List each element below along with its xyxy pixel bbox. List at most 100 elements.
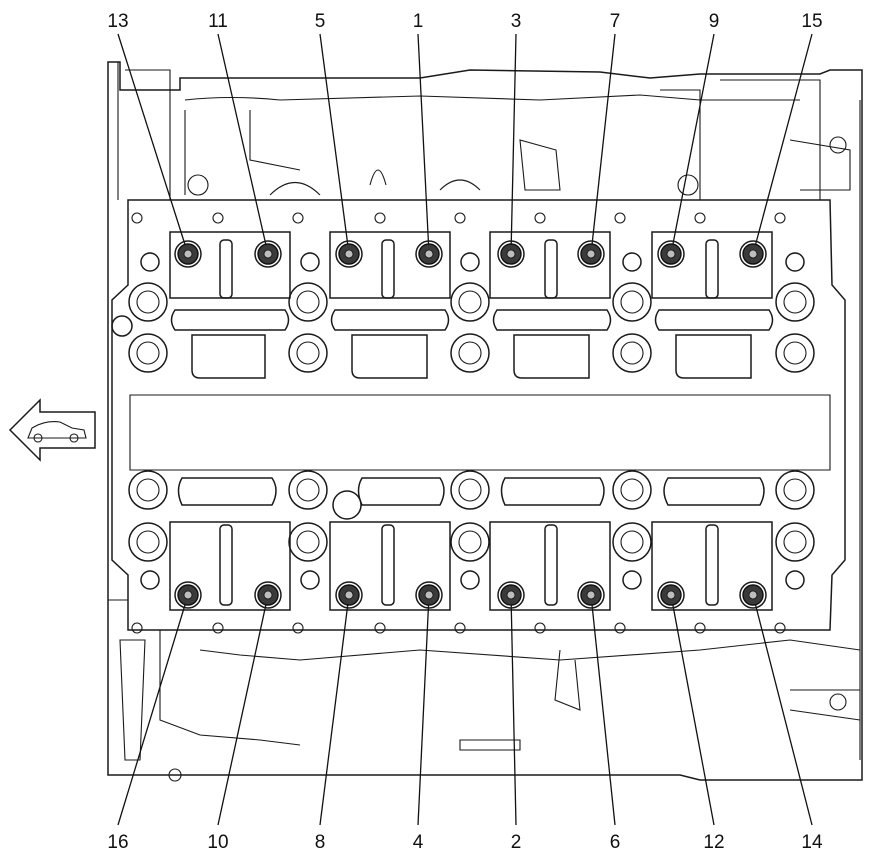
bolt-sequence-label: 7 — [610, 11, 621, 32]
torx-recess-icon — [263, 249, 273, 259]
leader-line — [117, 33, 189, 255]
main-bolt-icon — [612, 470, 652, 510]
bolt-flange-icon — [415, 240, 443, 268]
bolt-bottom-2: 2 — [497, 581, 525, 853]
bolt-bottom-12: 12 — [657, 581, 725, 853]
bottom-bearing-caps — [169, 477, 773, 611]
dowel-holes — [111, 212, 805, 634]
torx-recess-icon — [586, 249, 596, 259]
main-bolt-icon — [288, 470, 328, 510]
main-bolt-icon — [288, 282, 328, 322]
bolt-sequence-label: 5 — [315, 11, 326, 32]
bolt-flange-icon — [497, 240, 525, 268]
main-bolt-icon — [128, 282, 168, 322]
leader-line — [217, 594, 269, 826]
bolt-top-13: 13 — [107, 11, 202, 268]
bolt-flange-icon — [657, 240, 685, 268]
bolt-sequence-label: 11 — [208, 11, 228, 32]
bolt-flange-icon — [577, 581, 605, 609]
main-bolt-icon — [450, 470, 490, 510]
bolt-flange-icon — [577, 240, 605, 268]
torx-recess-icon — [183, 249, 193, 259]
torx-recess-icon — [263, 590, 273, 600]
bolt-top-9: 9 — [657, 11, 720, 268]
bolt-flange-icon — [335, 240, 363, 268]
bolt-sequence-label: 3 — [511, 11, 522, 32]
bottom-bolt-group: 16 10 8 4 2 6 12 14 — [107, 581, 823, 853]
bolt-flange-icon — [497, 581, 525, 609]
leader-line — [752, 594, 813, 826]
bolt-top-1: 1 — [413, 11, 443, 268]
torx-recess-icon — [344, 249, 354, 259]
bolt-flange-icon — [739, 581, 767, 609]
torx-recess-icon — [506, 249, 516, 259]
leader-line — [217, 33, 269, 255]
leader-line — [319, 33, 350, 255]
top-bearing-caps — [169, 231, 774, 379]
leader-line — [117, 594, 189, 826]
torx-recess-icon — [506, 590, 516, 600]
bolt-flange-icon — [657, 581, 685, 609]
car-front-arrow-icon — [8, 398, 96, 462]
main-bolt-icon — [128, 333, 168, 373]
main-bolt-icon — [128, 470, 168, 510]
bolt-sequence-label: 1 — [413, 11, 424, 32]
main-bolt-icon — [775, 333, 815, 373]
bolt-top-5: 5 — [315, 11, 363, 268]
bolt-bottom-6: 6 — [577, 581, 621, 853]
torx-recess-icon — [424, 249, 434, 259]
main-bolt-icon — [612, 333, 652, 373]
bolt-bottom-14: 14 — [739, 581, 823, 853]
torx-recess-icon — [748, 249, 758, 259]
main-bolt-icon — [128, 522, 168, 562]
main-bolt-icon — [775, 470, 815, 510]
bolt-sequence-label: 6 — [610, 832, 621, 853]
main-bolt-icon — [612, 522, 652, 562]
leader-line — [319, 594, 350, 826]
leader-line — [670, 594, 715, 826]
leader-line — [590, 594, 616, 826]
main-bolt-icon — [450, 333, 490, 373]
torx-recess-icon — [344, 590, 354, 600]
bolt-sequence-label: 9 — [709, 11, 720, 32]
leader-line — [590, 33, 616, 255]
leader-line — [510, 33, 517, 255]
bolt-bottom-4: 4 — [413, 581, 443, 853]
bolt-sequence-label: 12 — [703, 832, 724, 853]
bolt-flange-icon — [174, 240, 202, 268]
bolt-flange-icon — [415, 581, 443, 609]
bolt-top-7: 7 — [577, 11, 621, 268]
bolt-sequence-label: 4 — [413, 832, 424, 853]
bolt-top-15: 15 — [739, 11, 823, 268]
main-bolt-icon — [775, 282, 815, 322]
bolt-flange-icon — [254, 581, 282, 609]
torx-recess-icon — [666, 590, 676, 600]
torx-recess-icon — [586, 590, 596, 600]
bolt-bottom-16: 16 — [107, 581, 202, 853]
torx-recess-icon — [666, 249, 676, 259]
main-bolt-icon — [450, 282, 490, 322]
main-bolt-icon — [288, 522, 328, 562]
main-bolt-icon — [450, 522, 490, 562]
torx-recess-icon — [183, 590, 193, 600]
block-outline — [107, 61, 863, 782]
leader-line — [417, 594, 430, 826]
bolt-top-3: 3 — [497, 11, 525, 268]
main-bolts — [128, 282, 815, 562]
bolt-bottom-8: 8 — [315, 581, 363, 853]
bolt-sequence-label: 13 — [107, 11, 128, 32]
bolt-flange-icon — [174, 581, 202, 609]
bolt-sequence-label: 10 — [207, 832, 228, 853]
main-bolt-icon — [612, 282, 652, 322]
bolt-flange-icon — [254, 240, 282, 268]
bolt-sequence-label: 8 — [315, 832, 326, 853]
bolt-sequence-label: 16 — [107, 832, 128, 853]
bolt-sequence-label: 2 — [511, 832, 522, 853]
main-bolt-icon — [288, 333, 328, 373]
bolt-sequence-label: 15 — [801, 11, 822, 32]
torx-recess-icon — [748, 590, 758, 600]
leader-line — [510, 594, 517, 826]
leader-line — [670, 33, 715, 255]
